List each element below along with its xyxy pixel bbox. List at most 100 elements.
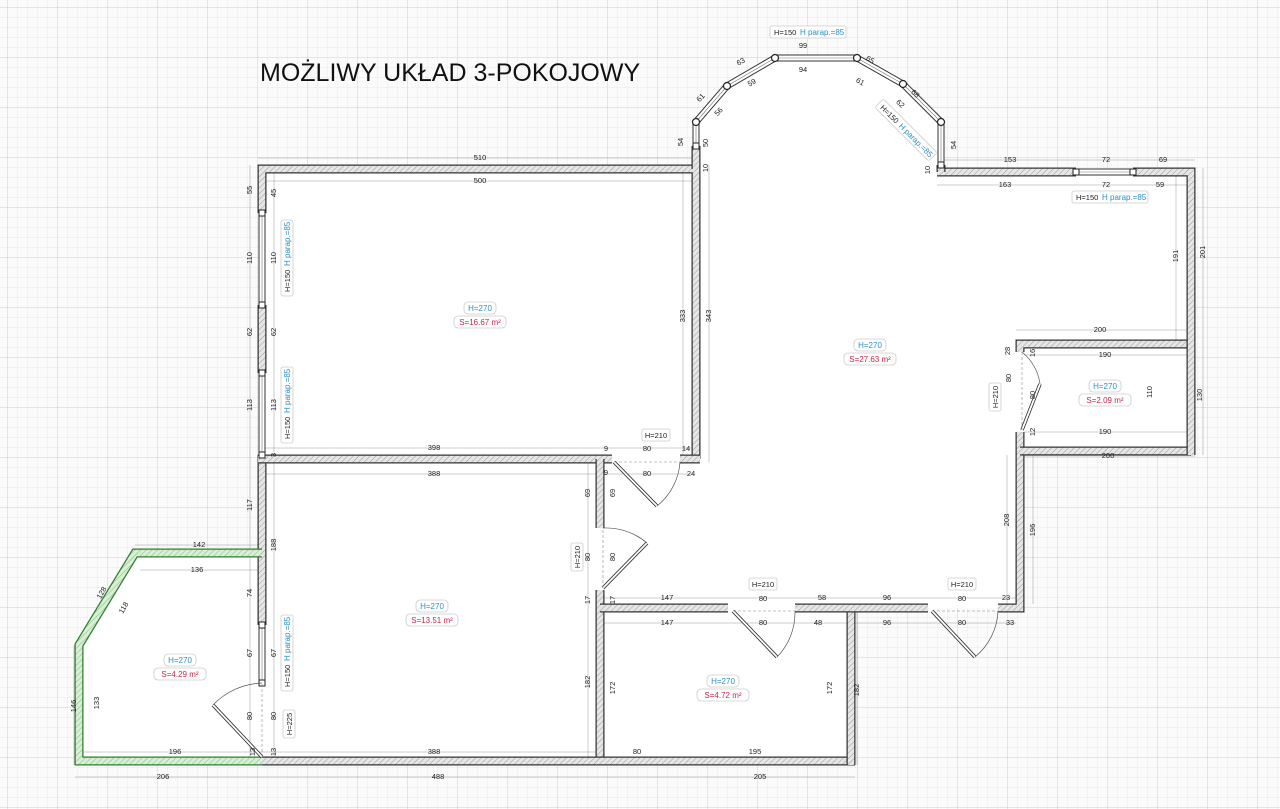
dimension-label: 80 [1004, 374, 1013, 382]
wall [1133, 168, 1195, 455]
room-height: H=270 [168, 656, 192, 665]
door-leaf-fill [212, 704, 263, 758]
dimension-label: 33 [1006, 618, 1014, 627]
window-jamb [258, 621, 266, 629]
dimension-label: 23 [1002, 593, 1010, 602]
window-mullion [722, 81, 732, 91]
dimension-label: 72 [1102, 180, 1110, 189]
dimension-label: 110 [1145, 386, 1154, 398]
window-parapet: H parap.=85 [283, 221, 292, 266]
dimension-label: 45 [269, 189, 278, 197]
dimension-label: 80 [608, 553, 617, 561]
door-label: H=210 [947, 577, 977, 591]
dimension-label: 16 [1028, 349, 1037, 357]
room-height-box [853, 338, 887, 352]
window-label-box [1071, 190, 1149, 204]
door-leaf-fill [931, 610, 976, 658]
window-jamb [1072, 168, 1080, 176]
dimension-label: 113 [245, 399, 254, 411]
dimension-label: 3 [269, 453, 278, 457]
window-mullion [898, 79, 908, 89]
window-height: H=150 [1076, 193, 1098, 202]
door-swing-arc [212, 682, 263, 706]
dimension-label: 190 [1099, 350, 1112, 359]
dimension-label: 208 [1002, 514, 1011, 527]
dimension-label: 54 [949, 141, 958, 149]
room-height-box [1088, 379, 1122, 393]
dimension-label: 80 [583, 553, 592, 561]
dimension-label: 48 [814, 618, 822, 627]
wall [998, 432, 1024, 612]
dimension-label: 200 [1094, 325, 1107, 334]
window-jamb [1129, 168, 1137, 176]
window-label-box [875, 99, 937, 161]
dimension-label: 10 [701, 164, 710, 172]
plan-title: MOŻLIWY UKŁAD 3-POKOJOWY [260, 58, 640, 87]
dimension-label: 94 [799, 65, 807, 74]
room-area: S=2.09 m² [1086, 396, 1123, 405]
dimension-label: 190 [1099, 427, 1112, 436]
room-area-box [453, 315, 507, 329]
window-jamb [258, 369, 266, 377]
window-label-box [280, 366, 294, 444]
window-label-box [280, 614, 294, 692]
dimension-label: 80 [958, 618, 966, 627]
door-leaf-fill [732, 610, 778, 658]
window-parapet: H parap.=85 [1102, 193, 1147, 202]
window-jamb [258, 301, 266, 309]
window-jamb [692, 142, 700, 150]
dimension-label: 205 [754, 772, 767, 781]
window-mullion [770, 53, 780, 63]
dimension-lines [73, 157, 1204, 778]
door-swing-arc [1021, 351, 1041, 385]
door-label-box [947, 577, 977, 591]
dimension-label: 62 [269, 328, 278, 336]
dimension-label: 191 [1171, 250, 1180, 263]
dimension-label: 196 [169, 747, 182, 756]
room-area: S=4.72 m² [704, 691, 741, 700]
room-height: H=270 [420, 602, 444, 611]
room-height: H=270 [468, 304, 492, 313]
dimension-label: 163 [999, 180, 1012, 189]
door-swing-arc [656, 461, 681, 507]
dimension-label: 136 [191, 565, 204, 574]
window-jamb [937, 161, 945, 169]
dimension-label: 9 [604, 468, 608, 477]
dimension-label: 59 [1156, 180, 1164, 189]
dimension-label: 200 [1102, 451, 1115, 460]
dimension-label: 9 [604, 444, 608, 453]
room-height: H=270 [858, 341, 882, 350]
dimension-label: 67 [245, 649, 254, 657]
room-area-box [1078, 393, 1132, 407]
window-pane [695, 57, 942, 165]
dimension-label: 14 [682, 444, 690, 453]
dimension-label: 80 [633, 747, 641, 756]
door-swing-arc [974, 610, 999, 658]
window-mullion [691, 117, 701, 127]
walls [74, 146, 1196, 766]
dimension-label: 172 [825, 682, 834, 695]
room-height-box [706, 674, 740, 688]
dimension-label: 196 [1028, 524, 1037, 537]
dimension-label: 80 [643, 469, 651, 478]
window-mullion [852, 53, 862, 63]
dimension-label: 153 [1004, 155, 1017, 164]
dimension-label: 110 [269, 252, 278, 264]
dimension-label: 147 [661, 593, 674, 602]
room-height-box [463, 301, 497, 315]
dimension-label: 69 [608, 489, 617, 497]
dimension-label: 388 [428, 469, 441, 478]
door-label: H=225 [282, 709, 296, 739]
dimension-label: 72 [1102, 155, 1110, 164]
dimension-label: 117 [245, 499, 254, 511]
dimension-label: 80 [958, 594, 966, 603]
dimension-label: 80 [759, 618, 767, 627]
dimension-label: 146 [69, 700, 78, 713]
dimension-label: 80 [759, 594, 767, 603]
